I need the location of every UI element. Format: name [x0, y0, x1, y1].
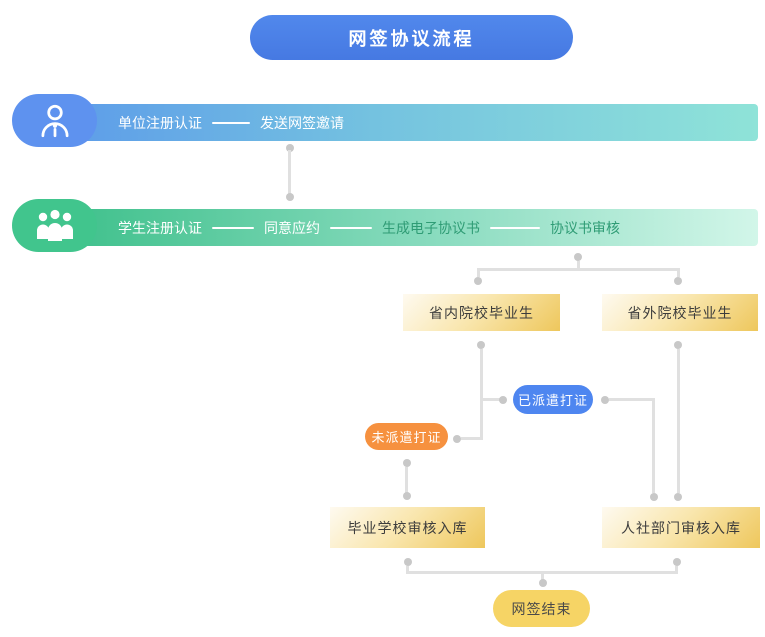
connector-line: [477, 270, 480, 277]
connector-dot: [474, 277, 482, 285]
step-connector-dash: [212, 121, 250, 124]
group-icon: [36, 209, 73, 241]
step-connector-dash: [490, 226, 540, 229]
connector-dot: [403, 492, 411, 500]
node-dispatched-certificate: 已派遣打证: [513, 385, 593, 414]
connector-line: [405, 467, 408, 493]
node-signing-finished: 网签结束: [493, 590, 590, 627]
connector-dot: [539, 579, 547, 587]
node-hr-review: 人社部门审核入库: [602, 507, 760, 548]
connector-dot: [674, 341, 682, 349]
connector-dot: [286, 193, 294, 201]
connector-dot: [453, 435, 461, 443]
student-step-generate: 生成电子协议书: [382, 219, 480, 236]
student-lane-bar: 学生注册认证 同意应约 生成电子协议书 协议书审核: [60, 209, 758, 246]
step-connector-dash: [212, 226, 254, 229]
node-not-dispatched-certificate: 未派遣打证: [365, 423, 448, 450]
connector-line: [288, 150, 291, 195]
connector-line: [652, 398, 655, 493]
connector-line: [480, 349, 483, 440]
connector-line: [483, 398, 501, 401]
connector-dot: [286, 144, 294, 152]
connector-dot: [601, 396, 609, 404]
connector-dot: [404, 558, 412, 566]
step-connector-dash: [330, 226, 372, 229]
connector-dot: [574, 253, 582, 261]
connector-line: [675, 566, 678, 574]
connector-dot: [674, 493, 682, 501]
company-lane-label: 单位注册认证: [118, 114, 202, 131]
connector-line: [609, 398, 655, 401]
person-icon: [41, 104, 68, 137]
node-in-province-graduate: 省内院校毕业生: [403, 294, 560, 331]
page-title: 网签协议流程: [250, 15, 573, 60]
company-step-invite: 发送网签邀请: [260, 114, 344, 131]
connector-line: [406, 571, 678, 574]
connector-line: [677, 349, 680, 493]
company-lane-badge: [12, 94, 97, 147]
node-school-review: 毕业学校审核入库: [330, 507, 485, 548]
connector-line: [677, 270, 680, 277]
connector-dot: [673, 558, 681, 566]
connector-dot: [403, 459, 411, 467]
connector-line: [406, 566, 409, 574]
connector-dot: [477, 341, 485, 349]
connector-dot: [650, 493, 658, 501]
connector-line: [477, 268, 680, 271]
connector-dot: [674, 277, 682, 285]
connector-line: [577, 261, 580, 270]
student-step-accept: 同意应约: [264, 219, 320, 236]
connector-line: [461, 437, 481, 440]
student-lane-label: 学生注册认证: [118, 219, 202, 236]
node-out-province-graduate: 省外院校毕业生: [602, 294, 758, 331]
connector-line: [541, 573, 544, 581]
company-lane-bar: 单位注册认证 发送网签邀请: [60, 104, 758, 141]
student-step-review: 协议书审核: [550, 219, 620, 236]
student-lane-badge: [12, 199, 97, 252]
connector-dot: [499, 396, 507, 404]
